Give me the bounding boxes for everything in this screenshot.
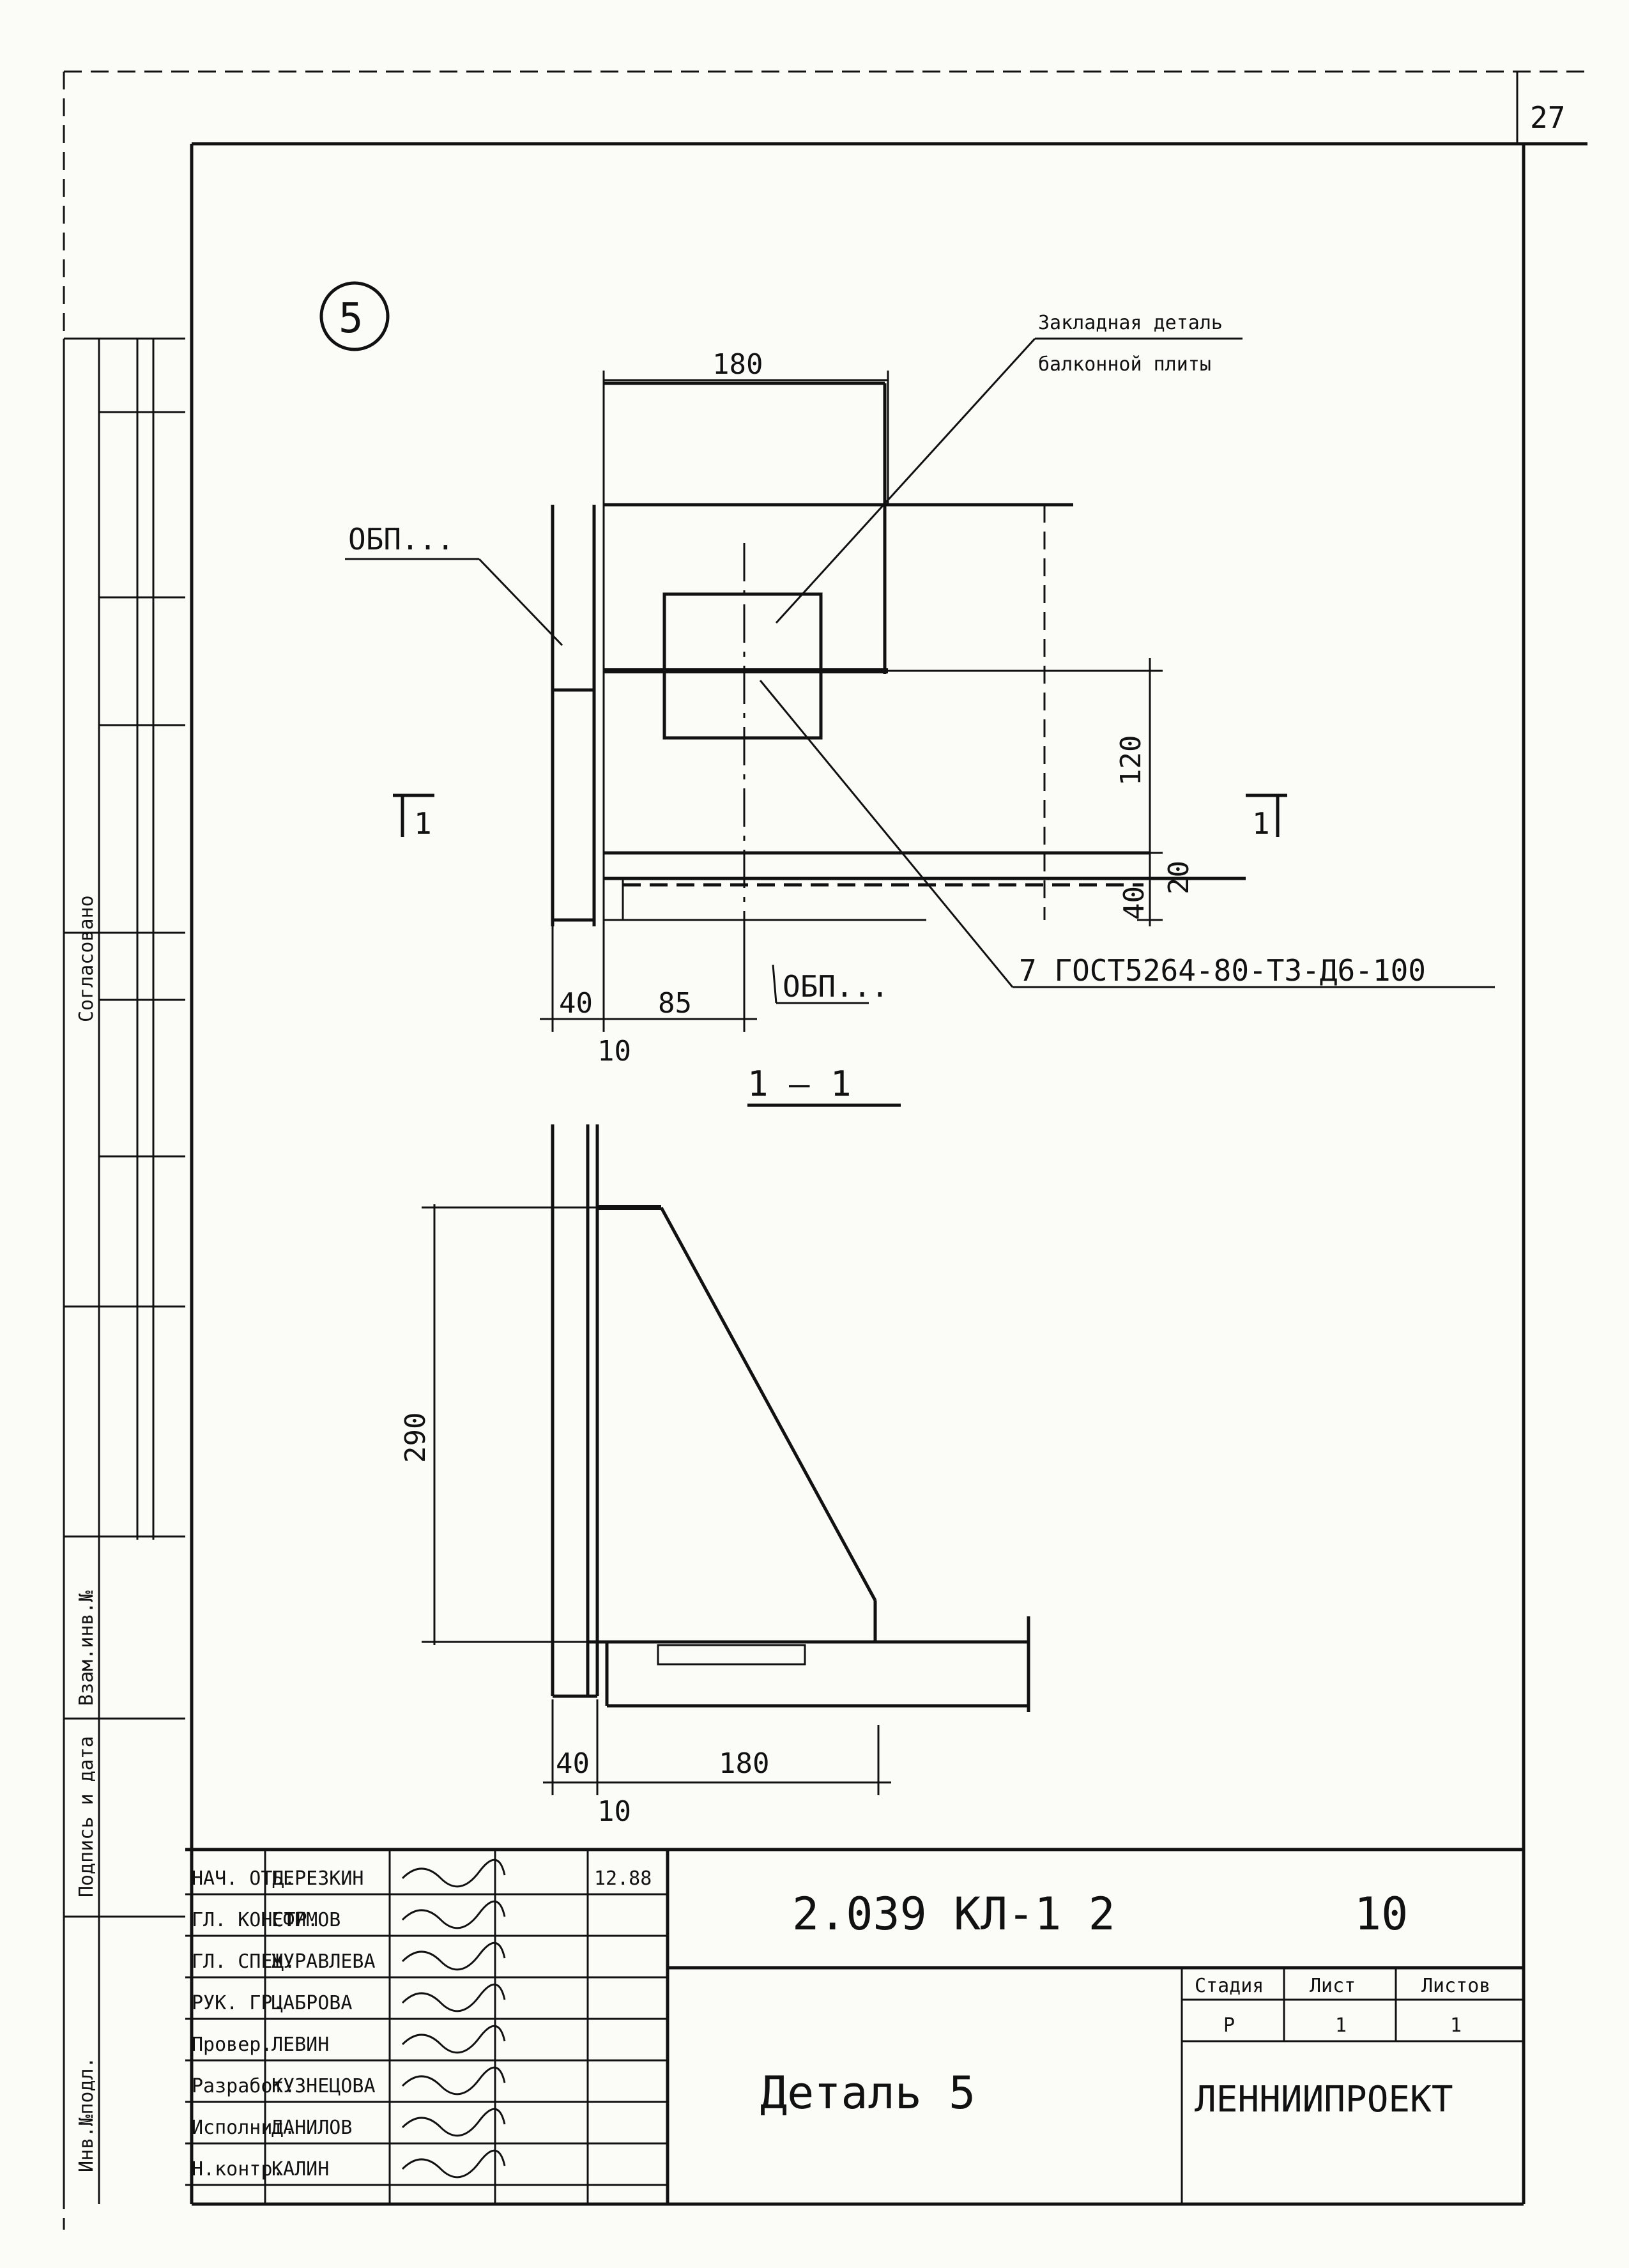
tb-role-7: Н.контр. <box>192 2158 284 2180</box>
tb-role-0: НАЧ. ОТД. <box>192 1867 296 1890</box>
tb-signature-0 <box>401 1858 506 1888</box>
tb-title: Деталь 5 <box>760 2067 975 2119</box>
stamp-inv-orig: Инв.№подл. <box>75 2057 98 2172</box>
label-embedded-1: Закладная деталь <box>1038 312 1223 334</box>
tb-name-4: ЛЕВИН <box>272 2034 329 2056</box>
tb-name-6: ДАНИЛОВ <box>272 2117 352 2139</box>
tb-name-3: ЦАБРОВА <box>272 1992 352 2014</box>
leaders <box>345 337 1495 1004</box>
section-view <box>551 1124 1030 1712</box>
dim-top-180 <box>602 371 889 505</box>
section-marks <box>393 793 1287 1107</box>
dim-290-label: 290 <box>399 1413 432 1463</box>
tb-signature-5 <box>401 2066 506 2096</box>
label-panel-top: ОБП... <box>348 522 454 556</box>
tb-sheets-label: Листов <box>1421 1975 1490 1997</box>
title-block <box>185 1848 1524 2204</box>
title-block-rows: НАЧ. ОТД.БЕРЕЗКИН ГЛ. КОНСТР.ЕФИМОВ ГЛ. СП… <box>192 1858 506 2180</box>
tb-code-suffix: 10 <box>1354 1888 1408 1940</box>
tb-name-2: ЖУРАВЛЕВА <box>272 1950 376 1973</box>
tb-date: 12.88 <box>594 1867 652 1890</box>
detail-mark: 5 <box>319 281 390 351</box>
tb-signature-7 <box>401 2149 506 2179</box>
side-stamp <box>63 337 185 2204</box>
tb-signature-2 <box>401 1942 506 1971</box>
dim-40-label: 40 <box>559 987 593 1020</box>
detail-mark-number: 5 <box>339 295 363 342</box>
section-mark-right: 1 <box>1252 806 1270 841</box>
plan-view <box>551 381 1246 1029</box>
dim-180-lower-label: 180 <box>719 1747 769 1780</box>
tb-role-1: ГЛ. КОНСТР. <box>192 1909 319 1931</box>
tb-sheet-label: Лист <box>1310 1975 1356 1997</box>
section-mark-left: 1 <box>414 806 432 841</box>
tb-name-1: ЕФИМОВ <box>272 1909 340 1931</box>
tb-stage: Р <box>1223 2014 1235 2037</box>
dim-40-lower-label: 40 <box>556 1747 590 1780</box>
tb-role-2: ГЛ. СПЕЦ. <box>192 1950 296 1973</box>
dim-10-lower-label: 10 <box>597 1795 631 1828</box>
dim-right-chain <box>1137 658 1163 926</box>
dim-plan-bottom <box>540 926 757 1032</box>
tb-name-7: КАЛИН <box>272 2158 329 2180</box>
dim-section-bottom <box>543 1699 891 1795</box>
tb-org: ЛЕННИИПРОЕКТ <box>1195 2079 1453 2120</box>
dim-120-label: 120 <box>1115 735 1147 786</box>
dim-85-label: 85 <box>658 987 692 1020</box>
label-weld-note: 7 ГОСТ5264-80-Т3-Д6-100 <box>1019 953 1426 988</box>
tb-role-4: Провер. <box>192 2034 272 2056</box>
tb-code: 2.039 КЛ-1 2 <box>792 1888 1115 1940</box>
sheet-number: 27 <box>1530 100 1565 135</box>
stamp-sign-date: Подпись и дата <box>75 1736 98 1897</box>
dim-10-label: 10 <box>597 1035 631 1068</box>
tb-stage-label: Стадия <box>1195 1975 1264 1997</box>
tb-name-0: БЕРЕЗКИН <box>272 1867 364 1890</box>
tb-sheets: 1 <box>1450 2014 1462 2037</box>
tb-signature-6 <box>401 2108 506 2137</box>
tb-sheet: 1 <box>1335 2014 1347 2037</box>
label-embedded-2: балконной плиты <box>1038 353 1211 376</box>
stamp-replace-inv: Взам.инв.№ <box>75 1590 98 1706</box>
stamp-agreed: Согласовано <box>75 895 98 1022</box>
label-panel-bottom: ОБП... <box>783 969 889 1004</box>
dim-20-label: 20 <box>1163 861 1195 894</box>
dim-290 <box>422 1204 600 1645</box>
dim-40-right-label: 40 <box>1118 886 1151 920</box>
section-title: 1 — 1 <box>747 1064 852 1104</box>
tb-name-5: КУЗНЕЦОВА <box>272 2075 376 2097</box>
tb-signature-1 <box>401 1900 506 1929</box>
tb-role-5: Разработ. <box>192 2075 296 2097</box>
tb-role-3: РУК. ГР. <box>192 1992 284 2014</box>
dim-180-label: 180 <box>712 348 763 381</box>
tb-signature-4 <box>401 2025 506 2054</box>
tb-role-6: Исполнит. <box>192 2117 296 2139</box>
tb-signature-3 <box>401 1983 506 2012</box>
